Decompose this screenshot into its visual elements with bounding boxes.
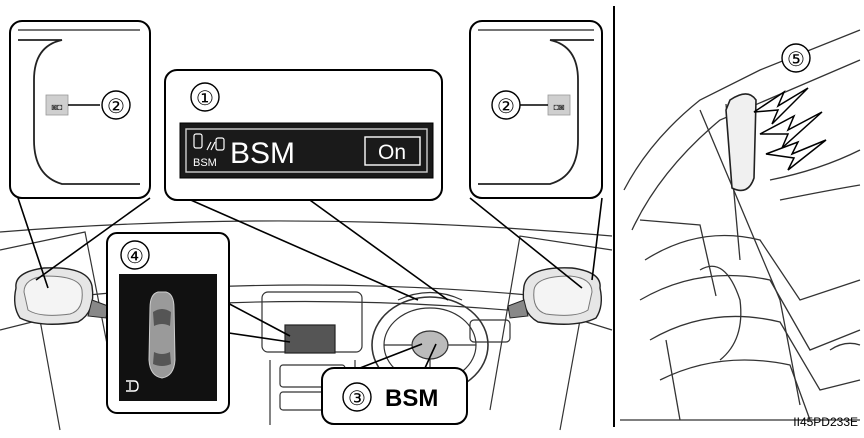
right-bsm-indicator-icon: ◘◙ [554, 102, 565, 112]
callout-5: ⑤ [787, 49, 805, 71]
right-mirror-callout: ◘◙ ② [470, 21, 602, 288]
callout-3: ③ [348, 388, 366, 410]
left-bsm-indicator-icon: ◙◘ [52, 102, 63, 112]
display-bsm-label: BSM [230, 137, 295, 170]
car-top-view-icon [149, 292, 175, 378]
figure-code: II45PD233E [793, 415, 858, 429]
callout-2-left: ② [107, 96, 125, 118]
rear-bumper-illustration [620, 30, 860, 420]
bsm-switch-label: BSM [385, 385, 438, 412]
bsm-icon-caption: BSM [193, 157, 217, 169]
radar-sensor-housing [726, 94, 756, 190]
right-mirror-small [508, 268, 601, 324]
callout-2-right: ② [497, 96, 515, 118]
bsm-switch-callout: ③ BSM [322, 344, 467, 424]
display-state: On [378, 141, 406, 164]
cabin-illustration [0, 221, 612, 430]
callout-1: ① [196, 88, 214, 110]
callout-4: ④ [126, 246, 144, 268]
